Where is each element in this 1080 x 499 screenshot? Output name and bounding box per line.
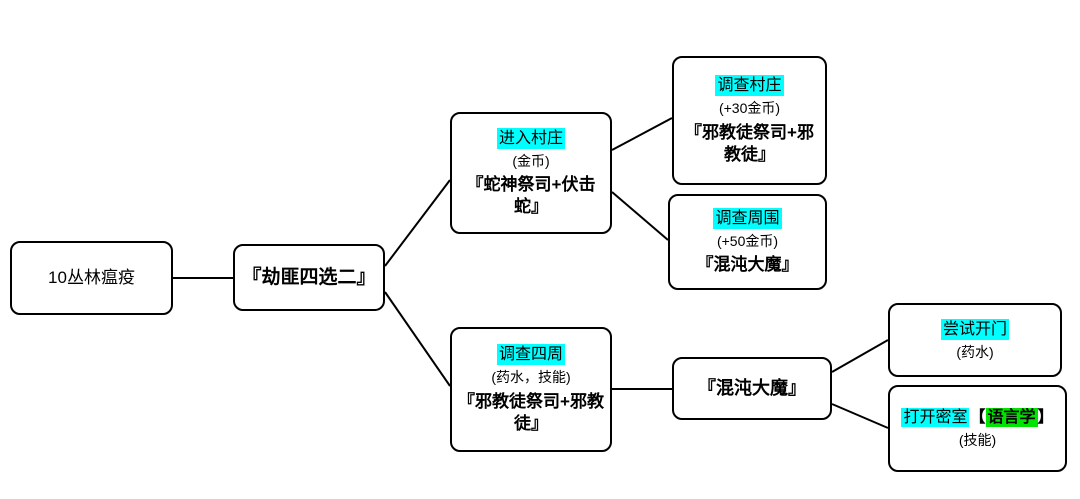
edge-enter-village-investigate-around — [611, 191, 669, 241]
node-bandit-choice-label: 『劫匪四选二』 — [242, 266, 376, 288]
search-around-result: 『邪教徒祭司+邪教徒』 — [458, 391, 604, 433]
node-investigate-around: 调查周围 (+50金币) 『混沌大魔』 — [668, 194, 827, 290]
node-chaos-demon-label: 『混沌大魔』 — [698, 378, 806, 399]
skill-bracket-open: 【 — [969, 409, 986, 427]
node-chaos-demon: 『混沌大魔』 — [672, 357, 832, 420]
investigate-around-result: 『混沌大魔』 — [696, 255, 799, 275]
try-open-door-cost: (药水) — [956, 344, 994, 360]
investigate-around-cost: (+50金币) — [716, 232, 779, 249]
edge-chaos-demon-try-door — [831, 339, 889, 373]
open-secret-room-action-line: 打开密室【语言学】 — [901, 408, 1054, 428]
enter-village-result: 『蛇神祭司+伏击蛇』 — [466, 175, 596, 217]
edge-choice-search-around — [384, 291, 451, 387]
edge-choice-enter-village — [384, 179, 451, 267]
node-try-open-door: 尝试开门 (药水) — [888, 303, 1062, 377]
search-around-cost: (药水，技能) — [491, 369, 571, 386]
investigate-village-cost: (+30金币) — [718, 100, 781, 117]
node-enter-village: 进入村庄 (金币) 『蛇神祭司+伏击蛇』 — [450, 112, 612, 234]
edge-enter-village-investigate-village — [611, 117, 673, 151]
node-bandit-choice: 『劫匪四选二』 — [233, 244, 385, 311]
open-secret-room-skill: 语言学 — [985, 408, 1038, 428]
enter-village-cost: (金币) — [512, 152, 550, 169]
node-investigate-village: 调查村庄 (+30金币) 『邪教徒祭司+邪教徒』 — [672, 56, 827, 185]
enter-village-action: 进入村庄 — [496, 127, 565, 149]
node-jungle-plague: 10丛林瘟疫 — [10, 241, 173, 315]
investigate-village-result: 『邪教徒祭司+邪教徒』 — [685, 122, 814, 164]
node-open-secret-room: 打开密室【语言学】 (技能) — [888, 385, 1067, 472]
investigate-around-action: 调查周围 — [713, 207, 782, 229]
investigate-village-action: 调查村庄 — [715, 75, 784, 97]
open-secret-room-action: 打开密室 — [901, 408, 970, 428]
skill-bracket-close: 】 — [1037, 409, 1054, 427]
edge-chaos-demon-secret-room — [831, 403, 889, 429]
open-secret-room-cost: (技能) — [958, 431, 997, 448]
node-jungle-plague-label: 10丛林瘟疫 — [48, 268, 135, 288]
node-search-around: 调查四周 (药水，技能) 『邪教徒祭司+邪教徒』 — [450, 327, 612, 452]
search-around-action: 调查四周 — [496, 344, 565, 366]
try-open-door-action: 尝试开门 — [940, 318, 1009, 340]
